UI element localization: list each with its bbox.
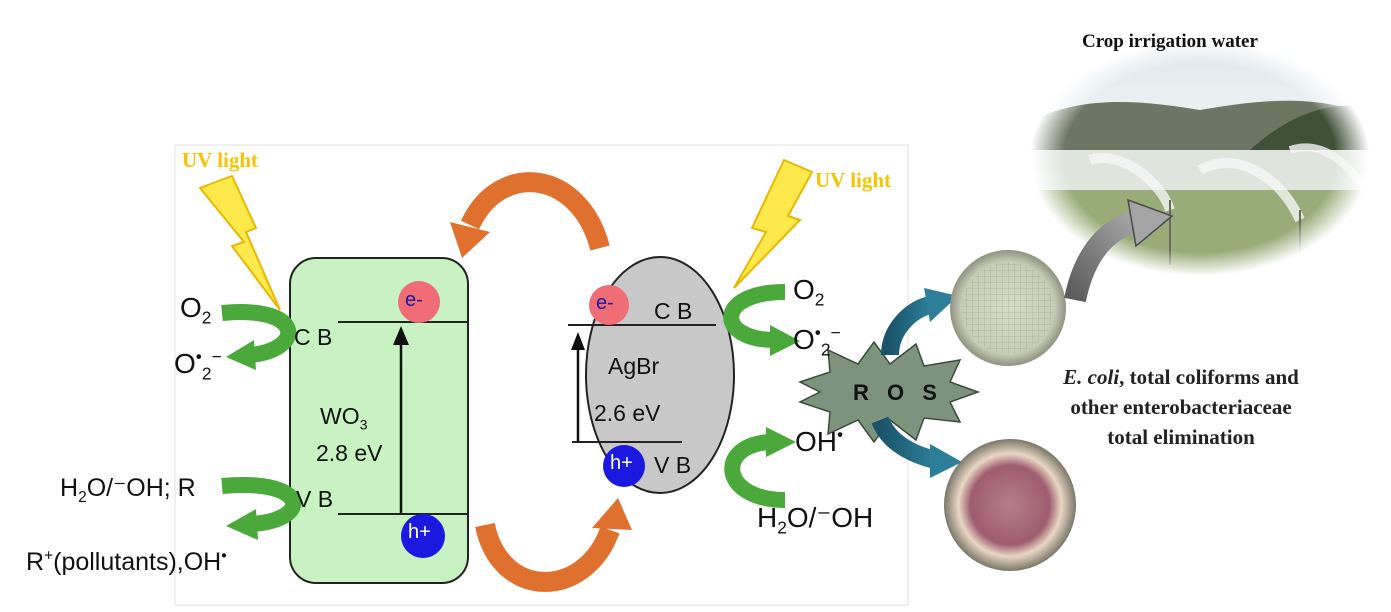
uv-bolt-right xyxy=(733,158,814,289)
ros-starburst xyxy=(798,340,981,444)
wo3-box xyxy=(289,257,469,584)
irrigation-photo xyxy=(1020,30,1380,290)
outcome-arrowhead xyxy=(1127,198,1174,248)
electron-transfer-arrow xyxy=(460,172,610,251)
outcome-text: E. coli, total coliforms and other enter… xyxy=(1063,365,1299,449)
green-arrowhead-right-cb xyxy=(770,325,800,356)
right-o2: O2 xyxy=(793,274,825,310)
wo3-arrowhead xyxy=(393,326,409,345)
wo3-electron xyxy=(398,281,440,323)
left-pollutant-products: R+(pollutants),OH• xyxy=(26,547,227,576)
left-o2: O2 xyxy=(180,292,212,328)
right-water: H2O/⁻OH xyxy=(757,502,874,538)
hole-transfer-arrowhead xyxy=(592,498,632,530)
wo3-name: WO3 xyxy=(320,403,368,434)
ros-arrowhead-up xyxy=(924,288,958,322)
green-arrow-left-vb xyxy=(221,477,302,532)
uv-label-right: UV light xyxy=(815,168,892,192)
uv-label-left: UV light xyxy=(182,148,259,172)
wo3-hole xyxy=(401,514,445,558)
green-arrow-right-vb xyxy=(724,434,786,508)
right-superoxide: O•2− xyxy=(793,322,841,360)
agbr-bandgap: 2.6 eV xyxy=(594,400,661,426)
green-arrowhead-right-vb xyxy=(766,427,796,457)
agbr-electron-label: e- xyxy=(596,292,614,314)
green-arrowhead-left-vb xyxy=(226,509,258,540)
ros-label: R O S xyxy=(853,380,943,405)
wo3-hole-label: h+ xyxy=(408,521,431,543)
ros-arrow-up xyxy=(881,296,933,356)
green-arrow-right-cb xyxy=(723,284,786,348)
left-superoxide: O•2− xyxy=(174,346,222,384)
left-water-reactants: H2O/⁻OH; R xyxy=(60,474,196,506)
ros-arrowhead-down xyxy=(930,444,962,478)
wo3-vb-label: V B xyxy=(296,486,334,512)
irrigation-title: Crop irrigation water xyxy=(1082,31,1258,52)
green-arrowhead-left-cb xyxy=(226,340,256,370)
wo3-electron-label: e- xyxy=(405,289,423,311)
hole-transfer-arrow xyxy=(475,522,620,592)
wo3-bandgap: 2.8 eV xyxy=(316,440,383,466)
outcome-arrow xyxy=(1064,211,1139,303)
agbr-name: AgBr xyxy=(608,353,660,379)
green-arrow-left-cb xyxy=(221,304,297,363)
petri-dish-colonies xyxy=(944,439,1076,571)
uv-bolt-left xyxy=(198,174,281,311)
ros-arrow-down xyxy=(871,416,938,469)
wo3-cb-label: C B xyxy=(294,324,333,350)
agbr-cb-label: C B xyxy=(654,298,693,324)
electron-transfer-arrowhead xyxy=(450,222,490,258)
scheme-panel xyxy=(174,144,909,606)
agbr-vb-label: V B xyxy=(654,452,692,478)
agbr-electron xyxy=(589,285,629,325)
agbr-arrowhead xyxy=(571,332,585,350)
agbr-hole-label: h+ xyxy=(610,452,633,474)
right-hydroxyl-radical: OH• xyxy=(795,424,844,457)
agbr-hole xyxy=(603,445,645,487)
